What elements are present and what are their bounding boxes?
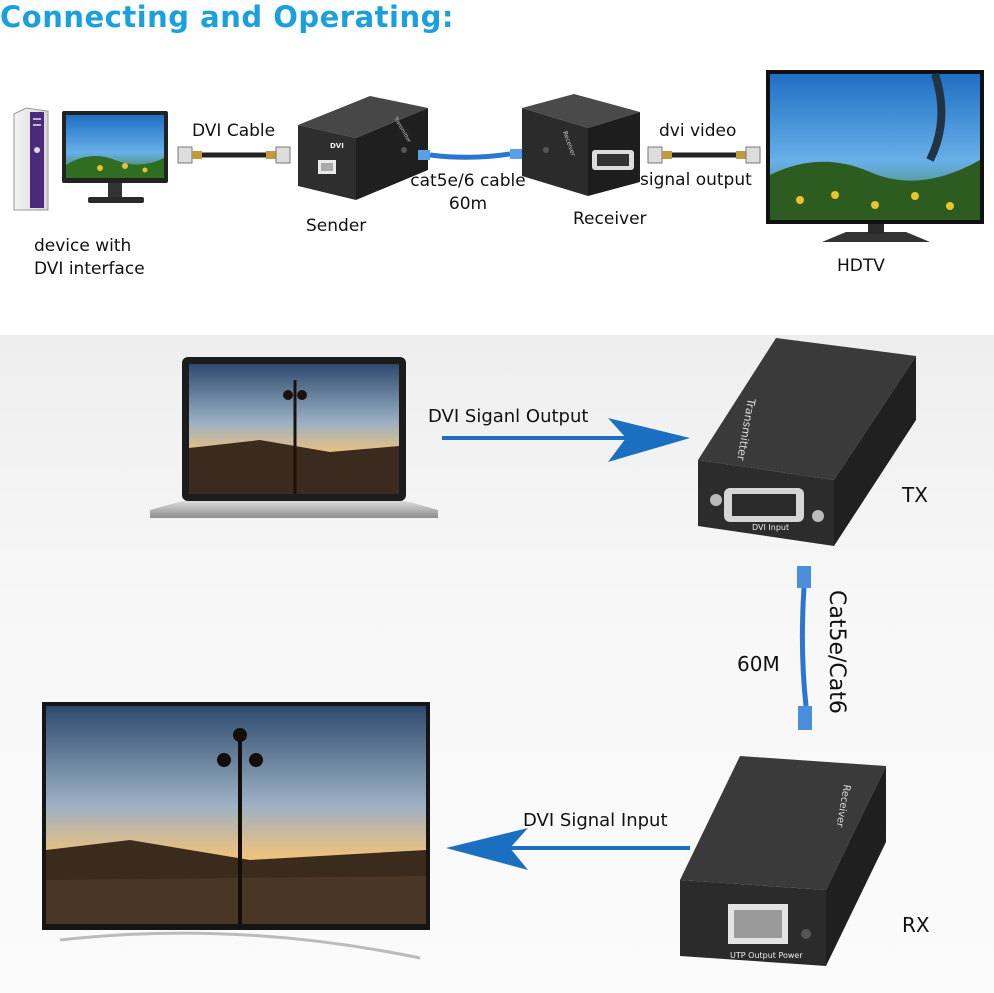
pc-tower-icon (13, 107, 49, 211)
output-label-line1: dvi video (659, 121, 737, 141)
rx-label: RX (902, 913, 930, 937)
hdtv-icon (766, 70, 984, 242)
sender-label: Sender (306, 216, 367, 236)
signal-input-arrow (446, 828, 690, 870)
dvi-cable-label: DVI Cable (192, 121, 276, 141)
hdtv-label: HDTV (837, 256, 885, 276)
top-diagram: DVI Transmitter Receiver (13, 70, 984, 242)
source-label-line2: DVI interface (34, 259, 145, 279)
laptop-icon (150, 357, 438, 518)
source-label-line1: device with (34, 236, 132, 256)
output-label-line2: signal output (640, 170, 752, 190)
cable-type-label: Cat5e/Cat6 (824, 590, 849, 714)
dvi-cable-icon (647, 146, 761, 164)
signal-output-arrow (442, 418, 690, 462)
transmitter-device-icon: DVI Input Transmitter (698, 338, 916, 546)
tx-port-text: DVI Input (752, 523, 789, 532)
sender-face-text: DVI (330, 142, 344, 150)
page-title: Connecting and Operating: (0, 0, 454, 34)
monitor-icon (62, 111, 168, 203)
network-cable-icon (418, 149, 524, 160)
sender-device-icon: DVI Transmitter (298, 96, 428, 200)
dvi-cable-icon (177, 146, 291, 164)
television-icon (42, 702, 430, 960)
cable-length-label: 60M (737, 652, 780, 676)
output-arrow-label: DVI Siganl Output (428, 406, 589, 427)
receiver-device-icon: UTP Output Power Receiver (680, 756, 886, 966)
receiver-device-icon: Receiver (522, 94, 640, 196)
network-cable-icon (797, 566, 812, 730)
tx-label: TX (902, 483, 928, 507)
cable-label-line2: 60m (448, 194, 488, 214)
receiver-label: Receiver (573, 209, 647, 229)
cable-label-line1: cat5e/6 cable (410, 171, 526, 191)
input-arrow-label: DVI Signal Input (523, 810, 668, 831)
rx-port-text: UTP Output Power (730, 951, 803, 960)
